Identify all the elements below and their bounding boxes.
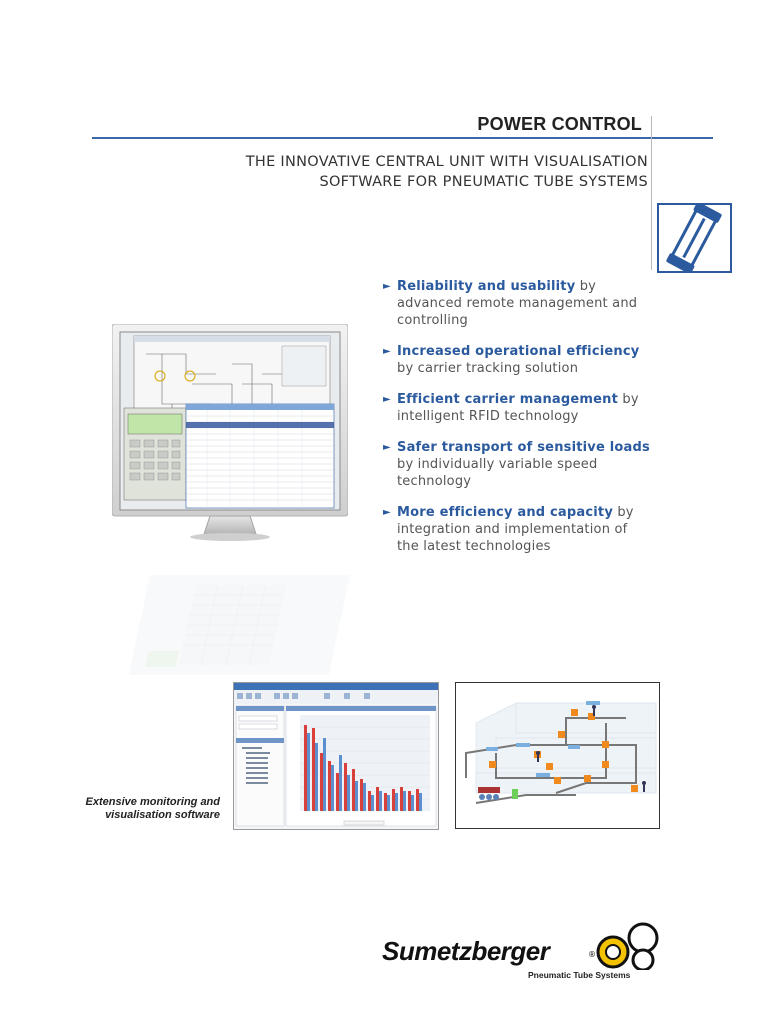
- statistics-app-illustration: [234, 683, 438, 827]
- statistics-screenshot: [233, 682, 439, 830]
- sumetzberger-logo-icon: [596, 922, 659, 970]
- feature-text: by integration and implementation of the…: [397, 505, 634, 554]
- feature-item: ► Increased operational efficiency by car…: [383, 343, 653, 377]
- subtitle-line-1: THE INNOVATIVE CENTRAL UNIT WITH VISUALI…: [245, 154, 648, 170]
- feature-item: ► More efficiency and capacity by integra…: [383, 504, 653, 555]
- arrow-icon: ►: [383, 442, 391, 453]
- feature-text: by carrier tracking solution: [397, 361, 579, 376]
- feature-text: by intelligent RFID technology: [397, 392, 639, 424]
- feature-item: ► Safer transport of sensitive loads by i…: [383, 439, 653, 490]
- brand-registered-mark: ®: [588, 950, 596, 959]
- page-title: POWER CONTROL: [477, 114, 642, 134]
- arrow-icon: ►: [383, 346, 391, 357]
- header-rule: [92, 137, 713, 139]
- header-vertical-rule: [651, 116, 652, 270]
- building-diagram: [465, 701, 657, 804]
- screenshot-caption: Extensive monitoring and visualisation s…: [20, 796, 220, 822]
- tube-system-illustration: [455, 682, 660, 829]
- arrow-icon: ►: [383, 507, 391, 518]
- feature-text: by advanced remote management and contro…: [397, 279, 638, 328]
- feature-text: by individually variable speed technolog…: [397, 457, 598, 489]
- monitor-illustration: [112, 324, 348, 541]
- feature-highlight: Safer transport of sensitive loads: [397, 440, 650, 455]
- page-subtitle: THE INNOVATIVE CENTRAL UNIT WITH VISUALI…: [188, 152, 648, 192]
- arrow-icon: ►: [383, 281, 391, 292]
- feature-highlight: More efficiency and capacity: [397, 505, 614, 520]
- feature-highlight: Efficient carrier management: [397, 392, 619, 407]
- caption-line-2: visualisation software: [105, 809, 220, 821]
- feature-item: ► Efficient carrier management by intelli…: [383, 391, 653, 425]
- feature-list: ► Reliability and usability by advanced r…: [383, 278, 653, 569]
- brand-tagline: Pneumatic Tube Systems: [528, 970, 631, 980]
- brand-name: Sumetzberger: [382, 936, 550, 966]
- caption-line-1: Extensive monitoring and: [85, 796, 220, 808]
- tube-logo-icon: [657, 203, 732, 273]
- arrow-icon: ►: [383, 394, 391, 405]
- subtitle-line-2: SOFTWARE FOR PNEUMATIC TUBE SYSTEMS: [319, 174, 648, 190]
- monitor-reflection: [128, 575, 350, 675]
- feature-highlight: Reliability and usability: [397, 279, 576, 294]
- feature-highlight: Increased operational efficiency: [397, 344, 640, 359]
- feature-item: ► Reliability and usability by advanced r…: [383, 278, 653, 329]
